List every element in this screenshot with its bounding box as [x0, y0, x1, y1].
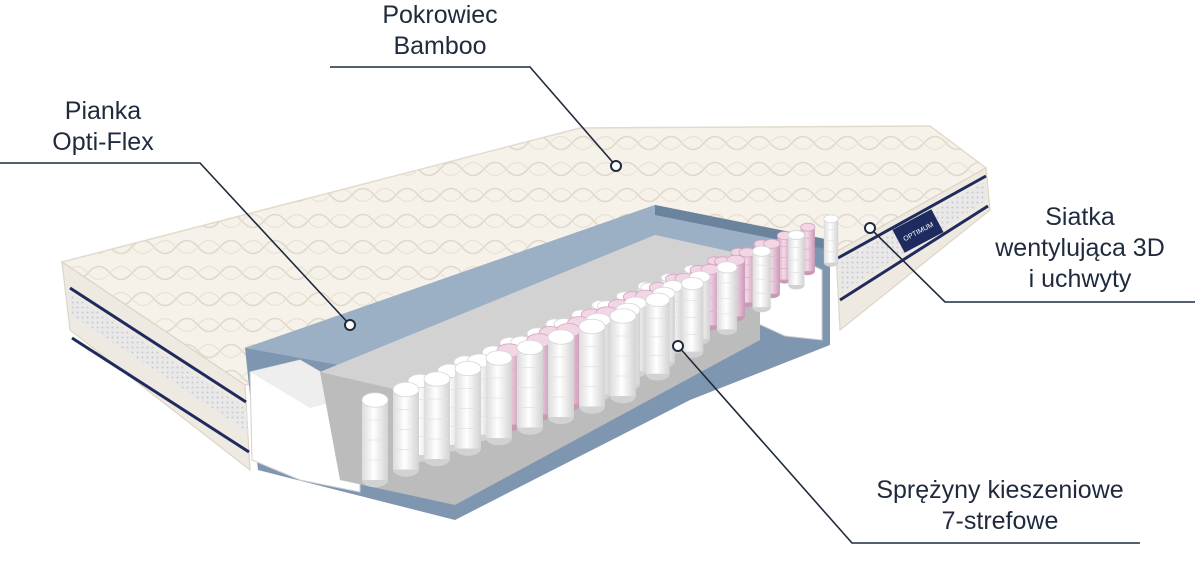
spring-coil: [609, 308, 637, 404]
label-cover: Pokrowiec Bamboo: [340, 0, 540, 62]
mesh-left-band: [68, 292, 248, 432]
label-mesh-line-2: wentylująca 3D: [995, 234, 1165, 262]
marker-springs: [672, 340, 684, 352]
spring-coil: [454, 360, 482, 456]
label-mesh-line-1: Siatka: [1045, 203, 1115, 231]
spring-coil: [645, 292, 671, 381]
leader-springs: [677, 345, 1140, 544]
spring-coil: [516, 339, 544, 435]
label-mesh-line-3: i uchwyty: [1028, 265, 1132, 293]
spring-coil: [547, 329, 575, 425]
label-foam-line-2: Opti-Flex: [52, 128, 154, 156]
spring-coil: [776, 231, 793, 284]
label-foam: Pianka Opti-Flex: [8, 96, 198, 158]
marker-cover: [610, 160, 622, 172]
spring-coil: [680, 277, 704, 358]
spring-coil: [361, 392, 389, 488]
label-springs: Sprężyny kieszeniowe 7-strefowe: [850, 475, 1150, 537]
label-mesh: Siatka wentylująca 3D i uchwyty: [955, 202, 1200, 295]
marker-mesh: [864, 222, 876, 234]
spring-coil: [392, 381, 420, 477]
label-springs-line-2: 7-strefowe: [941, 507, 1059, 535]
spring-coil: [823, 214, 839, 267]
leader-cover: [330, 66, 617, 167]
leader-foam: [0, 162, 351, 326]
spring-coil: [716, 261, 738, 336]
spring-coil: [752, 245, 772, 313]
spring-coil: [787, 230, 805, 290]
pocket-springs: [361, 214, 839, 488]
label-cover-line-2: Bamboo: [393, 32, 487, 60]
spring-coil: [578, 318, 606, 414]
marker-foam: [344, 319, 356, 331]
label-foam-line-1: Pianka: [64, 97, 142, 125]
label-cover-line-1: Pokrowiec: [382, 1, 498, 29]
leader-lines: [0, 66, 1195, 544]
brand-tag: [892, 209, 944, 253]
label-springs-line-1: Sprężyny kieszeniowe: [876, 476, 1124, 504]
leader-markers: [344, 160, 876, 352]
leader-mesh: [869, 227, 1195, 303]
spring-coil: [485, 350, 513, 446]
spring-coil: [423, 371, 451, 467]
